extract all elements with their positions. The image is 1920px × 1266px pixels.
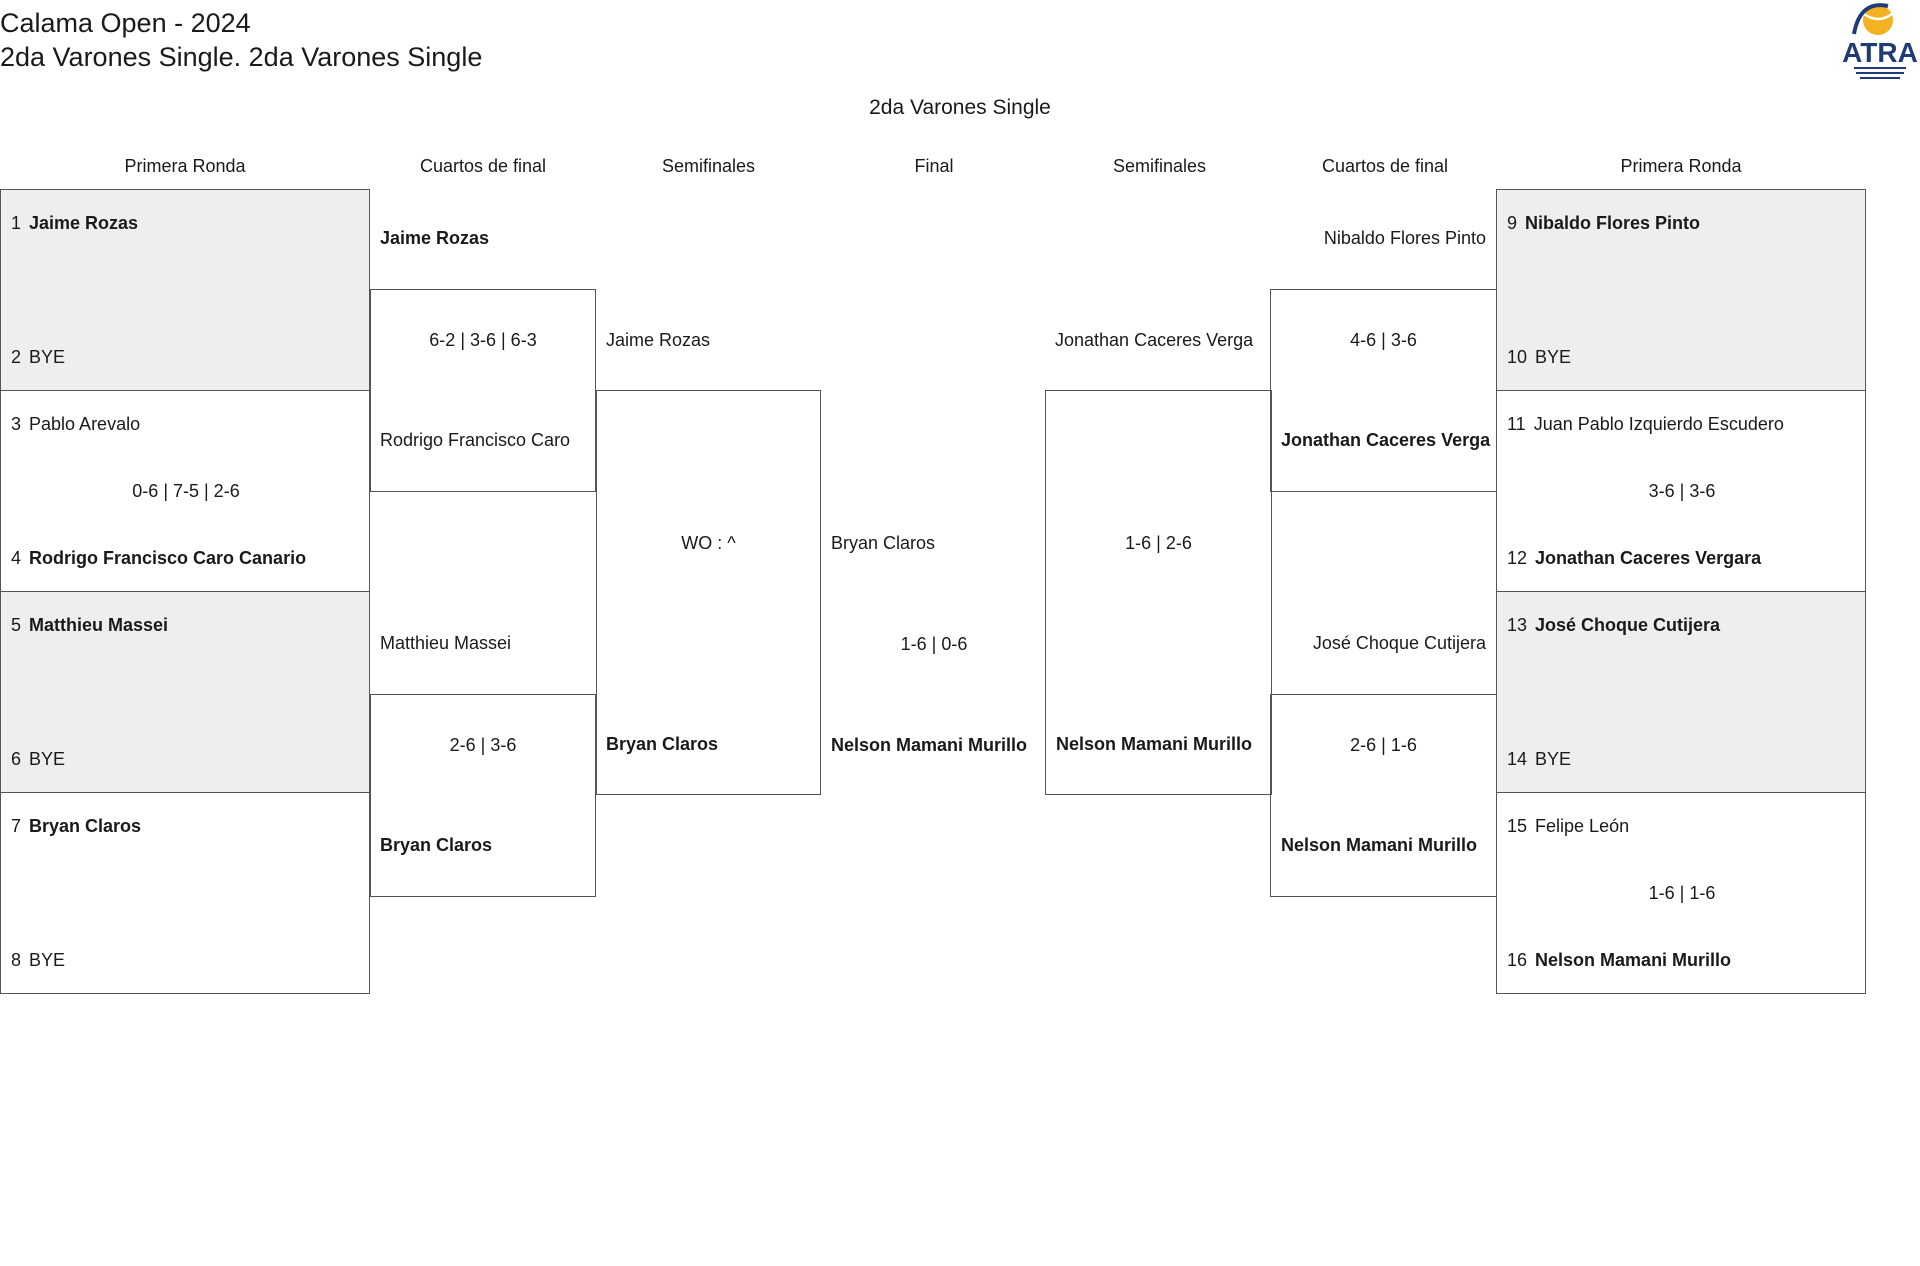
qf-4-score: 2-6 | 1-6: [1350, 735, 1417, 755]
player-name: Rodrigo Francisco Caro Canario: [29, 548, 307, 568]
first-round-match-7: 13 José Choque Cutijera 14 BYE: [1496, 591, 1866, 793]
seed-number: 11: [1507, 414, 1526, 434]
seed-number: 9: [1507, 213, 1518, 233]
player-name: BYE: [29, 347, 66, 367]
semifinal-match-2: 1-6 | 2-6: [1045, 390, 1272, 795]
player-name: Bryan Claros: [29, 816, 142, 836]
match-8-player-a: 15 Felipe León: [1507, 814, 1629, 838]
seed-number: 3: [11, 414, 22, 434]
tennis-ball-logo-icon: ATRA: [1842, 3, 1918, 79]
player-name: Nibaldo Flores Pinto: [1525, 213, 1701, 233]
quarterfinal-match-4: 2-6 | 1-6: [1270, 694, 1497, 897]
seed-number: 2: [11, 347, 22, 367]
match-4-player-a: 7 Bryan Claros: [11, 814, 141, 838]
seed-number: 15: [1507, 816, 1528, 836]
player-name: Felipe León: [1535, 816, 1630, 836]
match-6-player-a: 11 Juan Pablo Izquierdo Escudero: [1507, 412, 1784, 436]
column-header-left-first-round: Primera Ronda: [124, 156, 246, 176]
sf-1-player-a: Jaime Rozas: [606, 330, 711, 350]
seed-number: 12: [1507, 548, 1528, 568]
logo-text: ATRA: [1842, 37, 1918, 68]
match-8-score: 1-6 | 1-6: [1648, 883, 1716, 903]
match-4-player-b: 8 BYE: [11, 948, 65, 972]
qf-2-player-b: Bryan Claros: [380, 835, 493, 855]
quarterfinal-match-1: 6-2 | 3-6 | 6-3: [370, 289, 596, 492]
sf-1-player-b: Bryan Claros: [606, 734, 719, 754]
first-round-match-3: 5 Matthieu Massei 6 BYE: [0, 591, 370, 793]
match-1-player-b: 2 BYE: [11, 345, 65, 369]
qf-1-player-a: Jaime Rozas: [380, 228, 490, 248]
qf-4-player-a: José Choque Cutijera: [1312, 633, 1486, 653]
first-round-match-6: 11 Juan Pablo Izquierdo Escudero 3-6 | 3-…: [1496, 390, 1866, 592]
seed-number: 4: [11, 548, 22, 568]
match-2-player-a: 3 Pablo Arevalo: [11, 412, 140, 436]
qf-4-player-b: Nelson Mamani Murillo: [1281, 835, 1478, 855]
match-2-score: 0-6 | 7-5 | 2-6: [132, 481, 240, 501]
first-round-match-2: 3 Pablo Arevalo 0-6 | 7-5 | 2-6 4 Rodrigo …: [0, 390, 370, 592]
match-7-player-b: 14 BYE: [1507, 747, 1571, 771]
player-name: BYE: [1535, 347, 1572, 367]
sf-2-player-a: Jonathan Caceres Verga: [1055, 330, 1254, 350]
qf-3-player-b: Jonathan Caceres Verga: [1281, 430, 1491, 450]
qf-2-score: 2-6 | 3-6: [449, 735, 517, 755]
player-name: Matthieu Massei: [29, 615, 169, 635]
first-round-match-8: 15 Felipe León 1-6 | 1-6 16 Nelson Mamani …: [1496, 792, 1866, 994]
player-name: Pablo Arevalo: [29, 414, 141, 434]
match-2-player-b: 4 Rodrigo Francisco Caro Canario: [11, 546, 306, 570]
match-6-score: 3-6 | 3-6: [1648, 481, 1716, 501]
player-name: José Choque Cutijera: [1535, 615, 1721, 635]
qf-3-player-a: Nibaldo Flores Pinto: [1323, 228, 1486, 248]
player-name: BYE: [29, 749, 66, 769]
sf-1-score: WO : ^: [681, 533, 736, 553]
seed-number: 10: [1507, 347, 1528, 367]
player-name: Juan Pablo Izquierdo Escudero: [1533, 414, 1784, 434]
player-name: Jonathan Caceres Vergara: [1535, 548, 1762, 568]
match-1-player-a: 1 Jaime Rozas: [11, 211, 138, 235]
player-name: Nelson Mamani Murillo: [1535, 950, 1732, 970]
seed-number: 6: [11, 749, 22, 769]
match-7-player-a: 13 José Choque Cutijera: [1507, 613, 1720, 637]
first-round-match-1: 1 Jaime Rozas 2 BYE: [0, 189, 370, 391]
column-header-left-quarterfinals: Cuartos de final: [419, 156, 547, 176]
match-8-player-b: 16 Nelson Mamani Murillo: [1507, 948, 1731, 972]
qf-1-player-b: Rodrigo Francisco Caro: [380, 430, 571, 450]
quarterfinal-match-3: 4-6 | 3-6: [1270, 289, 1497, 492]
seed-number: 14: [1507, 749, 1528, 769]
final-player-a: Bryan Claros: [831, 533, 936, 553]
qf-1-score: 6-2 | 3-6 | 6-3: [429, 330, 537, 350]
first-round-match-4: 7 Bryan Claros 8 BYE: [0, 792, 370, 994]
column-header-right-first-round: Primera Ronda: [1620, 156, 1742, 176]
first-round-match-5: 9 Nibaldo Flores Pinto 10 BYE: [1496, 189, 1866, 391]
qf-3-score: 4-6 | 3-6: [1350, 330, 1417, 350]
tournament-title: Calama Open - 2024: [0, 8, 251, 38]
player-name: Jaime Rozas: [29, 213, 139, 233]
category-title: 2da Varones Single. 2da Varones Single: [0, 42, 483, 72]
quarterfinal-match-2: 2-6 | 3-6: [370, 694, 596, 897]
column-header-final: Final: [914, 156, 954, 176]
match-5-player-a: 9 Nibaldo Flores Pinto: [1507, 211, 1700, 235]
player-name: BYE: [1535, 749, 1572, 769]
sf-2-player-b: Nelson Mamani Murillo: [1056, 734, 1253, 754]
seed-number: 7: [11, 816, 22, 836]
player-name: BYE: [29, 950, 66, 970]
seed-number: 8: [11, 950, 22, 970]
column-header-right-quarterfinals: Cuartos de final: [1321, 156, 1449, 176]
final-score: 1-6 | 0-6: [900, 634, 968, 654]
atra-logo: ATRA: [1840, 0, 1920, 82]
seed-number: 13: [1507, 615, 1528, 635]
seed-number: 16: [1507, 950, 1528, 970]
column-header-right-semifinals: Semifinales: [1112, 156, 1207, 176]
draw-title: 2da Varones Single: [869, 96, 1051, 119]
match-6-player-b: 12 Jonathan Caceres Vergara: [1507, 546, 1761, 570]
qf-2-player-a: Matthieu Massei: [380, 633, 512, 653]
seed-number: 5: [11, 615, 22, 635]
sf-2-score: 1-6 | 2-6: [1125, 533, 1192, 553]
match-5-player-b: 10 BYE: [1507, 345, 1571, 369]
semifinal-match-1: WO : ^: [596, 390, 821, 795]
match-3-player-a: 5 Matthieu Massei: [11, 613, 168, 637]
column-header-left-semifinals: Semifinales: [661, 156, 756, 176]
seed-number: 1: [11, 213, 22, 233]
match-3-player-b: 6 BYE: [11, 747, 65, 771]
final-player-b: Nelson Mamani Murillo: [831, 735, 1028, 755]
